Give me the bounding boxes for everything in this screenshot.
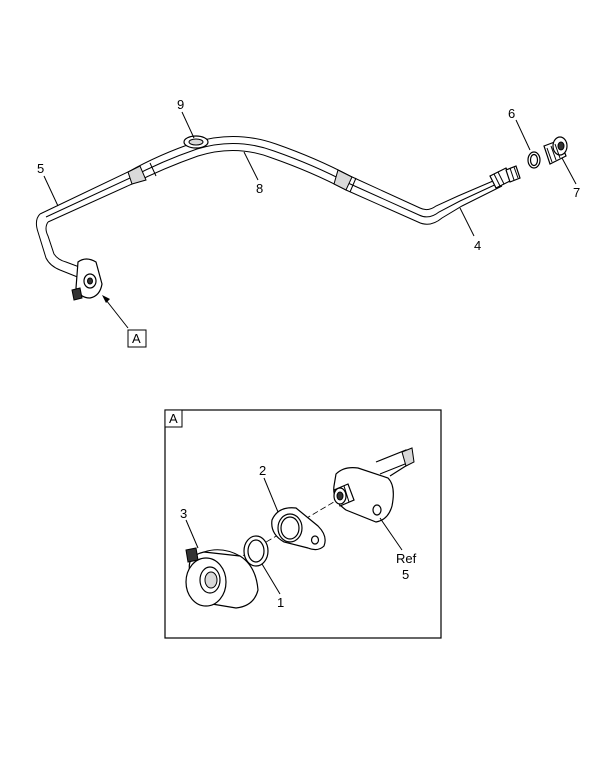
detail-callout-1: 1 xyxy=(277,595,284,610)
tube-assembly xyxy=(35,135,568,301)
detail-parts xyxy=(185,447,415,609)
detail-leader-lines xyxy=(185,477,403,595)
callout-4: 4 xyxy=(474,238,481,253)
callout-8: 8 xyxy=(256,181,263,196)
detail-callout-3: 3 xyxy=(180,506,187,521)
callout-5: 5 xyxy=(37,161,44,176)
detail-callout-ref-line2: 5 xyxy=(402,567,409,582)
detail-callout-ref-line1: Ref xyxy=(396,551,417,566)
detail-view-tag-box xyxy=(164,409,183,428)
detail-view-tag: A xyxy=(169,411,178,426)
view-reference-label: A xyxy=(132,331,141,346)
callout-6: 6 xyxy=(508,106,515,121)
callout-9: 9 xyxy=(177,97,184,112)
detail-callout-2: 2 xyxy=(259,463,266,478)
leader-lines xyxy=(43,111,577,329)
callout-7: 7 xyxy=(573,185,580,200)
view-reference-box xyxy=(127,329,147,348)
